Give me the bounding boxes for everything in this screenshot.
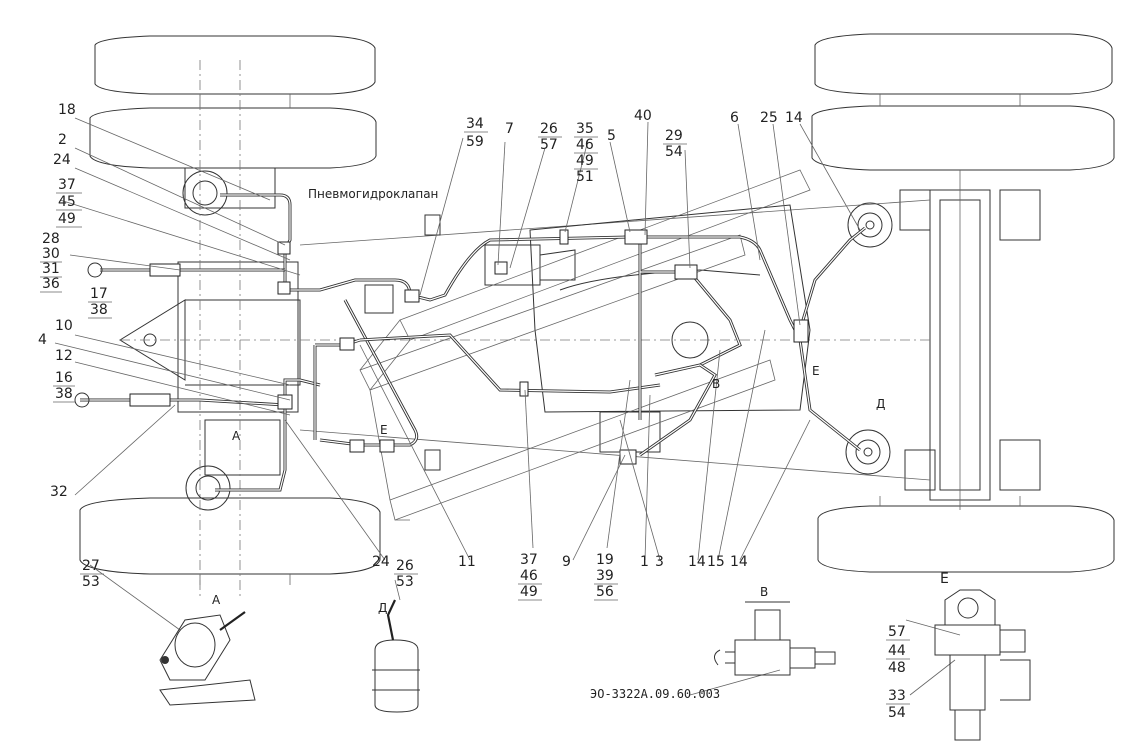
left-axle xyxy=(119,60,301,600)
callout: 59 xyxy=(466,134,484,150)
callout: 53 xyxy=(396,574,414,590)
callout: 49 xyxy=(58,211,76,227)
callout-underlines xyxy=(40,131,910,705)
callout: 12 xyxy=(55,348,73,364)
callout: 30 xyxy=(42,246,60,262)
callout: 33 xyxy=(888,688,906,704)
callout: 14 xyxy=(688,554,706,570)
view-title-a: А xyxy=(212,593,221,607)
view-marker-d: Д xyxy=(876,397,885,411)
callout: 2 xyxy=(58,132,67,148)
callout: 5 xyxy=(607,128,616,144)
callout: 1 xyxy=(640,554,649,570)
callout: 26 xyxy=(540,121,558,137)
callout: 35 xyxy=(576,121,594,137)
callout: 26 xyxy=(396,558,414,574)
valve-caption: Пневмогидроклапан xyxy=(308,187,438,201)
drawing-number: ЭО-3322А.09.60.003 xyxy=(590,687,720,701)
right-axle xyxy=(845,170,1041,510)
view-title-v: В xyxy=(760,585,768,599)
left-wheels xyxy=(79,35,381,585)
callout: 17 xyxy=(90,286,108,302)
callout: 4 xyxy=(38,332,47,348)
callout: 15 xyxy=(707,554,725,570)
callout: 7 xyxy=(505,121,514,137)
view-v-detail xyxy=(714,601,836,676)
callout: 53 xyxy=(82,574,100,590)
callout: 54 xyxy=(888,705,906,721)
callout: 56 xyxy=(596,584,614,600)
callout: 11 xyxy=(458,554,476,570)
callout: 57 xyxy=(540,137,558,153)
view-marker-v: В xyxy=(712,377,720,391)
callout: 31 xyxy=(42,261,60,277)
callout-numbers: 18 2 24 37 45 49 28 30 31 36 17 38 10 4 … xyxy=(38,102,906,721)
view-title-e: Е xyxy=(940,571,949,587)
view-marker-e1: Е xyxy=(380,423,388,437)
callout: 54 xyxy=(665,144,683,160)
callout: 37 xyxy=(58,177,76,193)
callout: 16 xyxy=(55,370,73,386)
callout: 39 xyxy=(596,568,614,584)
text-labels: Пневмогидроклапан ЭО-3322А.09.60.003 А А… xyxy=(212,187,949,701)
callout: 49 xyxy=(576,153,594,169)
callout: 38 xyxy=(55,386,73,402)
callout: 32 xyxy=(50,484,68,500)
callout: 57 xyxy=(888,624,906,640)
callout: 29 xyxy=(665,128,683,144)
callout: 14 xyxy=(785,110,803,126)
frame-outline xyxy=(359,169,811,521)
callout: 25 xyxy=(760,110,778,126)
callout: 46 xyxy=(576,137,594,153)
callout: 40 xyxy=(634,108,652,124)
view-a-detail xyxy=(159,611,256,706)
callout: 36 xyxy=(42,276,60,292)
view-d-detail xyxy=(372,599,420,713)
callout: 19 xyxy=(596,552,614,568)
view-marker-a: А xyxy=(232,429,241,443)
callout: 34 xyxy=(466,116,484,132)
callout: 3 xyxy=(655,554,664,570)
view-marker-e2: Е xyxy=(812,364,820,378)
callout: 6 xyxy=(730,110,739,126)
callout: 37 xyxy=(520,552,538,568)
callout: 46 xyxy=(520,568,538,584)
callout: 45 xyxy=(58,194,76,210)
callout: 9 xyxy=(562,554,571,570)
callout: 24 xyxy=(372,554,390,570)
callout: 51 xyxy=(576,169,594,185)
view-e-detail xyxy=(934,589,1031,741)
brake-pipelines xyxy=(74,193,866,492)
right-wheels xyxy=(811,33,1115,573)
callout: 18 xyxy=(58,102,76,118)
callout: 48 xyxy=(888,660,906,676)
callout: 49 xyxy=(520,584,538,600)
leader-lines xyxy=(54,117,961,696)
callout: 38 xyxy=(90,302,108,318)
view-title-d: Д xyxy=(378,601,387,615)
callout: 14 xyxy=(730,554,748,570)
callout: 24 xyxy=(53,152,71,168)
callout: 27 xyxy=(82,558,100,574)
callout: 28 xyxy=(42,231,60,247)
callout: 10 xyxy=(55,318,73,334)
callout: 44 xyxy=(888,643,906,659)
